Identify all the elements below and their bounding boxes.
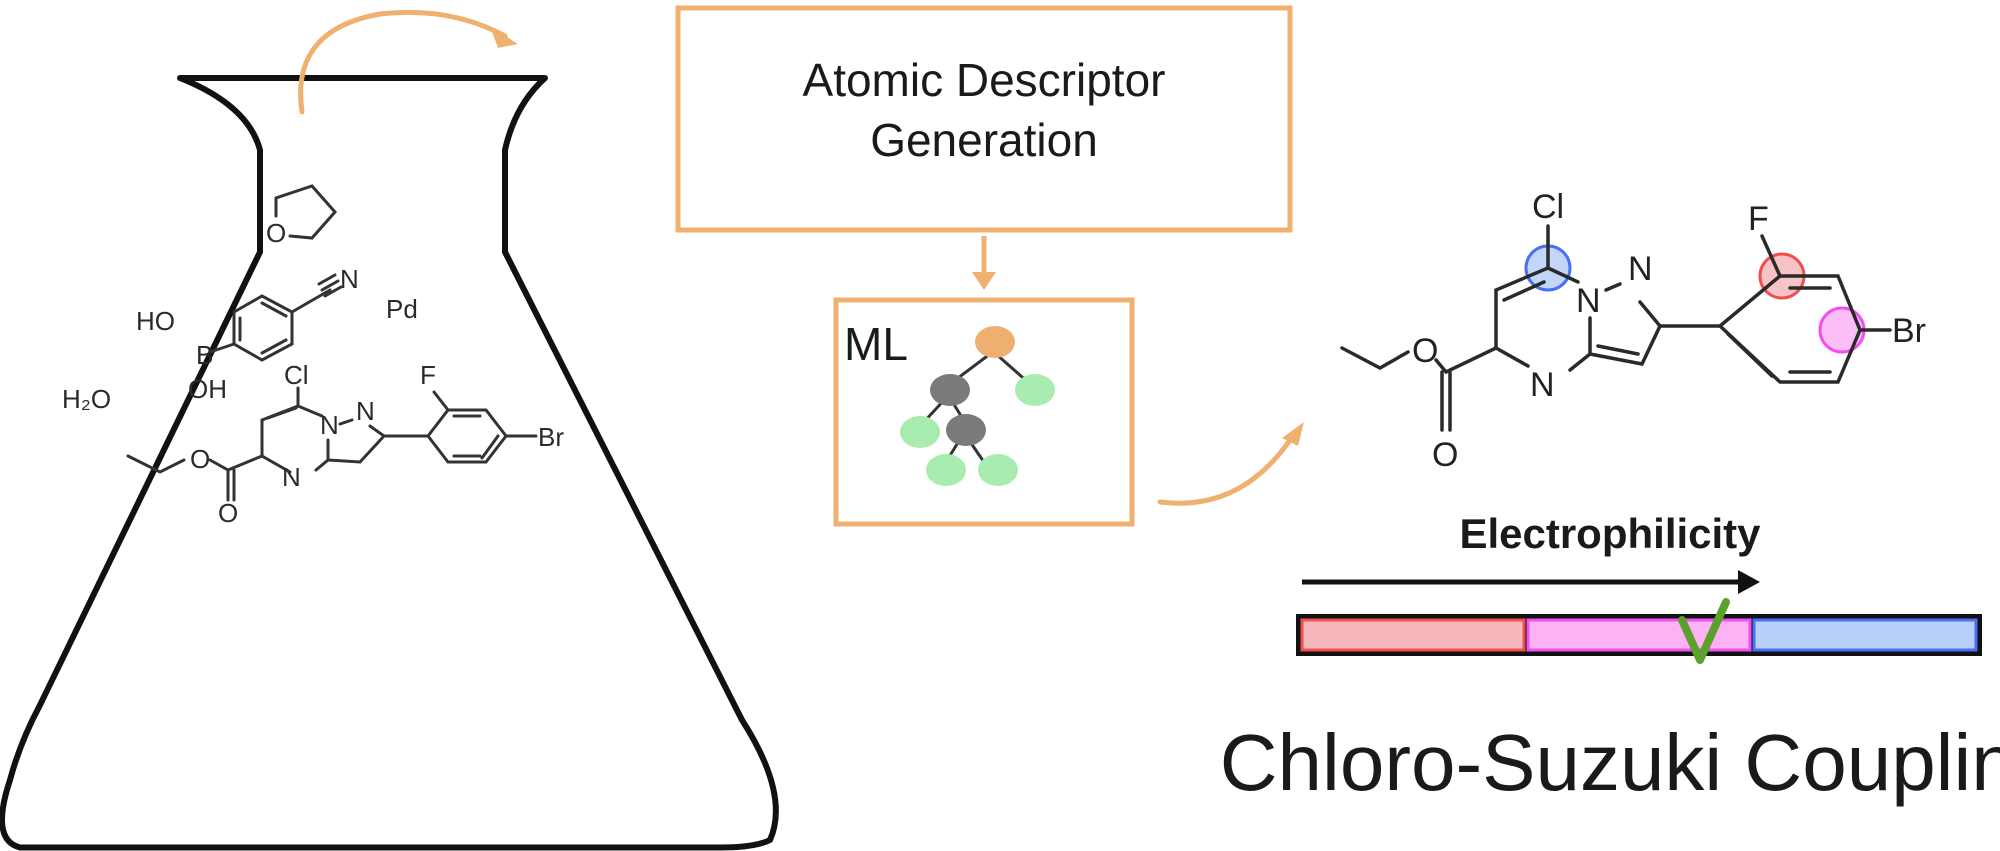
product-n1-label: N	[1576, 282, 1601, 320]
br-site-highlight	[1818, 306, 1866, 354]
substrate-br-label: Br	[538, 422, 564, 452]
product-br-label: Br	[1892, 312, 1926, 350]
product-ester-o-label: O	[1412, 332, 1438, 370]
tree-leaf-node	[900, 416, 940, 448]
electrophilicity-label: Electrophilicity	[1459, 510, 1761, 557]
caption-title: Chloro-Suzuki Coupling	[1220, 718, 2000, 807]
product-n2-label: N	[1628, 250, 1653, 288]
substrate-carbonyl-o-label: O	[218, 498, 238, 528]
tree-internal-node	[946, 414, 986, 446]
substrate-n1-label: N	[320, 410, 339, 440]
thf-oxygen-label: O	[266, 218, 286, 248]
descriptor-box-title-line2: Generation	[870, 114, 1098, 166]
tree-internal-node	[930, 374, 970, 406]
product-f-label: F	[1748, 200, 1769, 238]
ml-label: ML	[844, 318, 908, 370]
scale-segment-cl-site	[1752, 618, 1978, 652]
descriptor-box-title-line1: Atomic Descriptor	[803, 54, 1166, 106]
scale-segment-f-site	[1300, 618, 1526, 652]
product-carbonyl-o-label: O	[1432, 436, 1458, 474]
hydroxyl-label-1: HO	[136, 306, 175, 336]
water-label: H₂O	[62, 384, 111, 414]
tree-root-node	[975, 326, 1015, 358]
electrophilicity-arrowhead	[1738, 570, 1760, 594]
arrow-ml-to-product	[1157, 437, 1293, 506]
product-cl-label: Cl	[1532, 188, 1564, 226]
substrate-ester-o-label: O	[190, 444, 210, 474]
tree-leaf-node	[978, 454, 1018, 486]
substrate-molecule: Cl N N N O O F Br	[126, 360, 564, 528]
arrowhead-descriptor-to-ml	[972, 272, 996, 290]
substrate-f-label: F	[420, 360, 436, 390]
substrate-cl-label: Cl	[284, 360, 309, 390]
product-n3-label: N	[1530, 366, 1555, 404]
tree-leaf-node	[926, 454, 966, 486]
palladium-label: Pd	[386, 294, 418, 324]
decision-tree-icon	[900, 326, 1055, 486]
product-molecule: Cl N N N O O F Br	[1340, 188, 1926, 474]
electrophilicity-scale-bar	[1296, 614, 1982, 656]
ml-model-box	[833, 297, 1135, 527]
boronic-acid-molecule: N B HO OH	[136, 264, 359, 404]
substrate-n2-label: N	[356, 396, 375, 426]
erlenmeyer-flask	[2, 78, 776, 848]
nitrile-n-label: N	[340, 264, 359, 294]
arrowhead-flask-to-descriptor	[490, 26, 518, 48]
thf-molecule: O	[266, 184, 338, 248]
hydroxyl-label-2: OH	[188, 374, 227, 404]
boron-label: B	[196, 340, 213, 370]
arrowhead-ml-to-product	[1282, 422, 1304, 446]
substrate-n3-label: N	[282, 462, 301, 492]
arrow-flask-to-descriptor	[298, 9, 508, 115]
checkmark-icon	[1678, 598, 1730, 664]
tree-leaf-node	[1015, 374, 1055, 406]
descriptor-generation-box	[675, 5, 1293, 233]
